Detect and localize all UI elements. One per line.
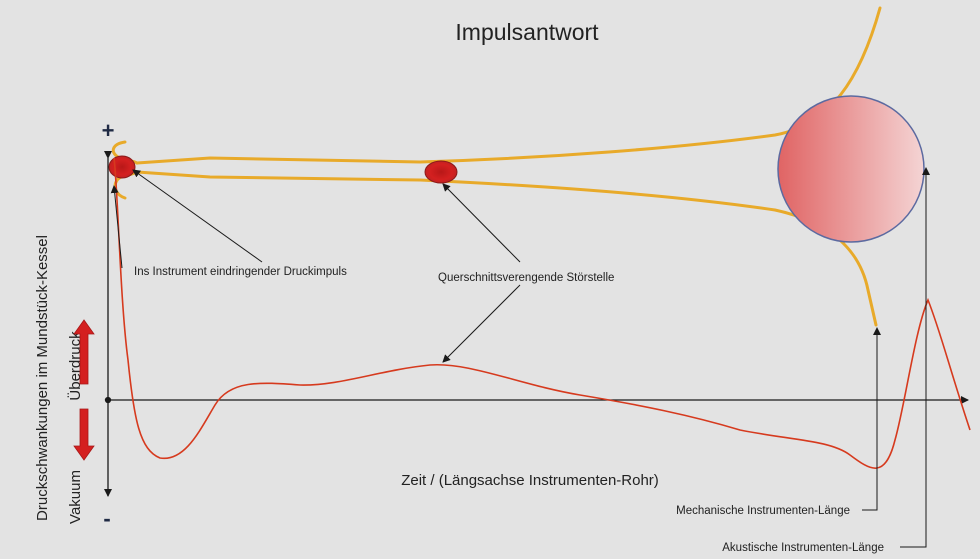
diagram-title: Impulsantwort <box>455 19 599 45</box>
up-arrow-icon <box>73 319 95 385</box>
impulse-marker <box>108 155 136 179</box>
down-arrow-icon <box>73 408 95 461</box>
tube-upper-edge <box>135 6 882 165</box>
mechanical-length-leader <box>862 327 881 511</box>
constriction-label: Querschnittsverengende Störstelle <box>438 272 614 284</box>
plus-symbol: + <box>102 118 115 143</box>
y-axis-label: Druckschwankungen im Mundstück-Kessel <box>34 235 51 521</box>
pressure-response-curve <box>113 157 971 469</box>
impulse-label: Ins Instrument eindringender Druckimpuls <box>134 266 347 278</box>
impulse-leader-1 <box>110 185 123 269</box>
constriction-leader-1 <box>442 183 521 263</box>
acoustic-length-leader <box>900 167 930 548</box>
mechanical-length-label: Mechanische Instrumenten-Länge <box>676 505 850 517</box>
constriction-leader-2 <box>442 284 521 363</box>
y-axis-negative-label: Vakuum <box>67 470 84 524</box>
minus-symbol: - <box>103 506 110 531</box>
leader-arrows <box>110 167 930 548</box>
axis-origin <box>104 396 112 404</box>
bell-sphere <box>777 95 925 243</box>
axes <box>104 151 969 497</box>
impulse-leader-2 <box>132 169 263 263</box>
x-axis-label: Zeit / (Längsachse Instrumenten-Rohr) <box>401 472 659 489</box>
y-axis-positive-label: Überdruck <box>66 331 84 401</box>
acoustic-length-label: Akustische Instrumenten-Länge <box>722 542 884 554</box>
tube-lower-edge <box>135 170 878 327</box>
constriction-marker <box>424 160 458 184</box>
